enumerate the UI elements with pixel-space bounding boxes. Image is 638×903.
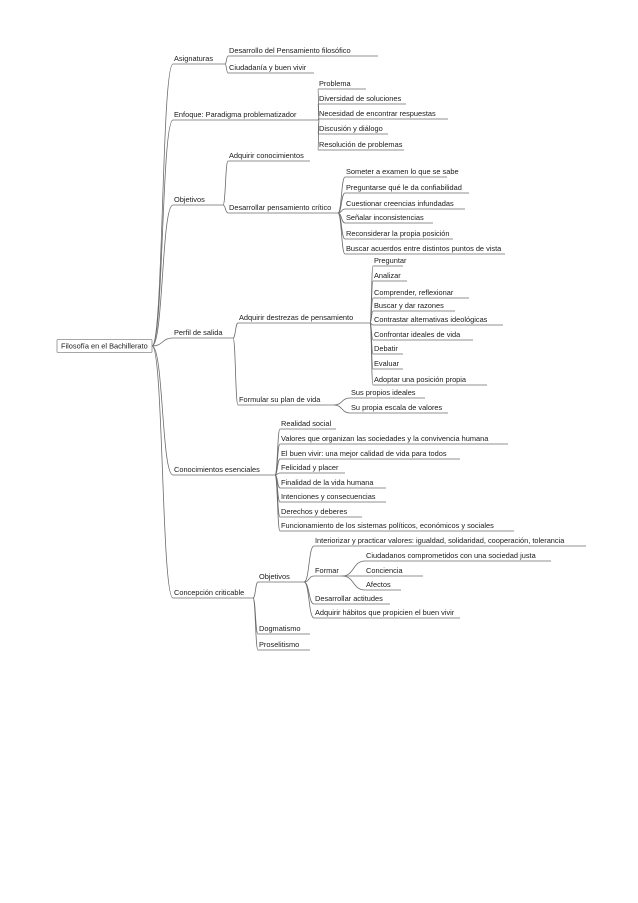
root-node (56, 339, 153, 353)
branch-3-0-8-label: Adoptar una posición propia (374, 375, 467, 384)
branch-4-label: Conocimientos esenciales (174, 465, 260, 474)
underlines (173, 55, 586, 651)
branch-5-0-3-connector (303, 581, 315, 619)
branch-5-0-1-label: Formar (315, 566, 339, 575)
branch-5-0-connector (252, 581, 259, 599)
branch-2-1-0-connector (337, 176, 346, 214)
branch-5-0-1-0-label: Ciudadanos comprometidos con una socieda… (366, 551, 537, 560)
branch-4-5-label: Intenciones y consecuencias (281, 492, 376, 501)
branch-4-2-label: El buen vivir: una mejor calidad de vida… (281, 449, 447, 458)
branch-3-0-label: Adquirir destrezas de pensamiento (239, 313, 353, 322)
branch-5-2-label: Proselitismo (259, 640, 299, 649)
branch-1-2-label: Necesidad de encontrar respuestas (319, 109, 436, 118)
branch-5-2-connector (252, 597, 259, 651)
branch-3-1-1-label: Su propia escala de valores (351, 403, 443, 412)
branch-0-1-connector (224, 63, 229, 74)
branch-2-1-3-label: Señalar inconsistencias (346, 213, 424, 222)
branch-4-1-label: Valores que organizan las sociedades y l… (281, 434, 489, 443)
branch-0-0-label: Desarrollo del Pensamiento filosófico (229, 46, 351, 55)
branch-3-0-connector (232, 322, 239, 339)
branch-4-2-connector (274, 458, 281, 476)
branch-1-0-label: Problema (319, 79, 352, 88)
branch-5-0-2-label: Desarrollar actitudes (315, 594, 383, 603)
branch-2-1-0-label: Someter a examen lo que se sabe (346, 167, 459, 176)
branch-4-4-label: Finalidad de la vida humana (281, 478, 374, 487)
branch-5-0-1-connector (303, 575, 315, 583)
branch-3-1-1-connector (333, 404, 351, 414)
branch-4-connector (151, 345, 174, 476)
branch-3-0-2-label: Comprender, reflexionar (374, 288, 454, 297)
branch-0-0-connector (224, 55, 229, 65)
branch-5-0-1-1-label: Conciencia (366, 566, 403, 575)
branch-1-connector (151, 119, 174, 347)
branch-2-0-connector (222, 160, 229, 206)
branch-5-0-label: Objetivos (259, 572, 290, 581)
branch-2-1-5-label: Buscar acuerdos entre distintos puntos d… (346, 244, 502, 253)
branch-5-0-1-2-connector (341, 575, 366, 591)
branch-4-0-label: Realidad social (281, 419, 331, 428)
branch-2-connector (151, 204, 174, 347)
branch-1-3-label: Discusión y diálogo (319, 124, 383, 133)
branch-5-label: Concepción criticable (174, 588, 244, 597)
branch-1-label: Enfoque: Paradigma problematizador (174, 110, 297, 119)
nodes (56, 339, 153, 353)
branch-3-1-connector (232, 337, 239, 406)
branch-3-0-8-connector (369, 322, 374, 386)
branch-3-1-0-label: Sus propios ideales (351, 388, 416, 397)
branch-3-1-label: Formular su plan de vida (239, 395, 321, 404)
branch-3-0-7-label: Evaluar (374, 359, 400, 368)
branch-2-1-1-label: Preguntarse qué le da confiabilidad (346, 183, 462, 192)
branch-4-6-label: Derechos y deberes (281, 507, 347, 516)
branch-3-connector (151, 337, 174, 347)
branch-2-0-label: Adquirir conocimientos (229, 151, 304, 160)
labels: Filosofía en el BachilleratoAsignaturasD… (61, 46, 565, 649)
branch-3-label: Perfil de salida (174, 328, 223, 337)
branch-0-1-label: Ciudadanía y buen vivir (229, 63, 307, 72)
branch-5-0-1-0-connector (341, 560, 366, 577)
branch-2-1-1-connector (337, 192, 346, 214)
branch-5-0-3-label: Adquirir hábitos que propicien el buen v… (315, 608, 455, 617)
branch-3-0-0-label: Preguntar (374, 256, 407, 265)
branch-3-1-0-connector (333, 397, 351, 406)
branch-2-1-5-connector (337, 212, 346, 255)
branch-5-0-1-2-label: Afectos (366, 580, 391, 589)
branch-3-0-1-label: Analizar (374, 271, 401, 280)
branch-1-4-label: Resolución de problemas (319, 140, 403, 149)
branch-2-1-2-label: Cuestionar creencias infundadas (346, 199, 454, 208)
branch-1-4-connector (317, 119, 320, 151)
branch-2-label: Objetivos (174, 195, 205, 204)
branch-5-connector (151, 345, 174, 599)
branch-2-1-label: Desarrollar pensamiento crítico (229, 203, 331, 212)
branch-3-0-6-label: Debatir (374, 344, 398, 353)
branch-2-1-connector (222, 204, 229, 214)
branch-2-1-4-label: Reconsiderar la propia posición (346, 229, 450, 238)
branch-0-label: Asignaturas (174, 54, 213, 63)
branch-4-7-connector (274, 474, 281, 532)
branch-5-0-0-connector (303, 545, 315, 583)
branch-3-0-3-label: Buscar y dar razones (374, 301, 444, 310)
branch-1-1-label: Diversidad de soluciones (319, 94, 401, 103)
branch-4-7-label: Funcionamiento de los sistemas políticos… (281, 521, 494, 530)
branch-0-connector (151, 63, 174, 347)
connectors (151, 55, 374, 651)
branch-3-0-4-label: Contrastar alternativas ideológicas (374, 315, 488, 324)
branch-3-0-5-label: Confrontar ideales de vida (374, 330, 461, 339)
branch-5-0-0-label: Interiorizar y practicar valores: iguald… (315, 536, 565, 545)
branch-5-1-label: Dogmatismo (259, 624, 300, 633)
branch-4-3-label: Felicidad y placer (281, 463, 339, 472)
root-node-label: Filosofía en el Bachillerato (61, 342, 148, 351)
